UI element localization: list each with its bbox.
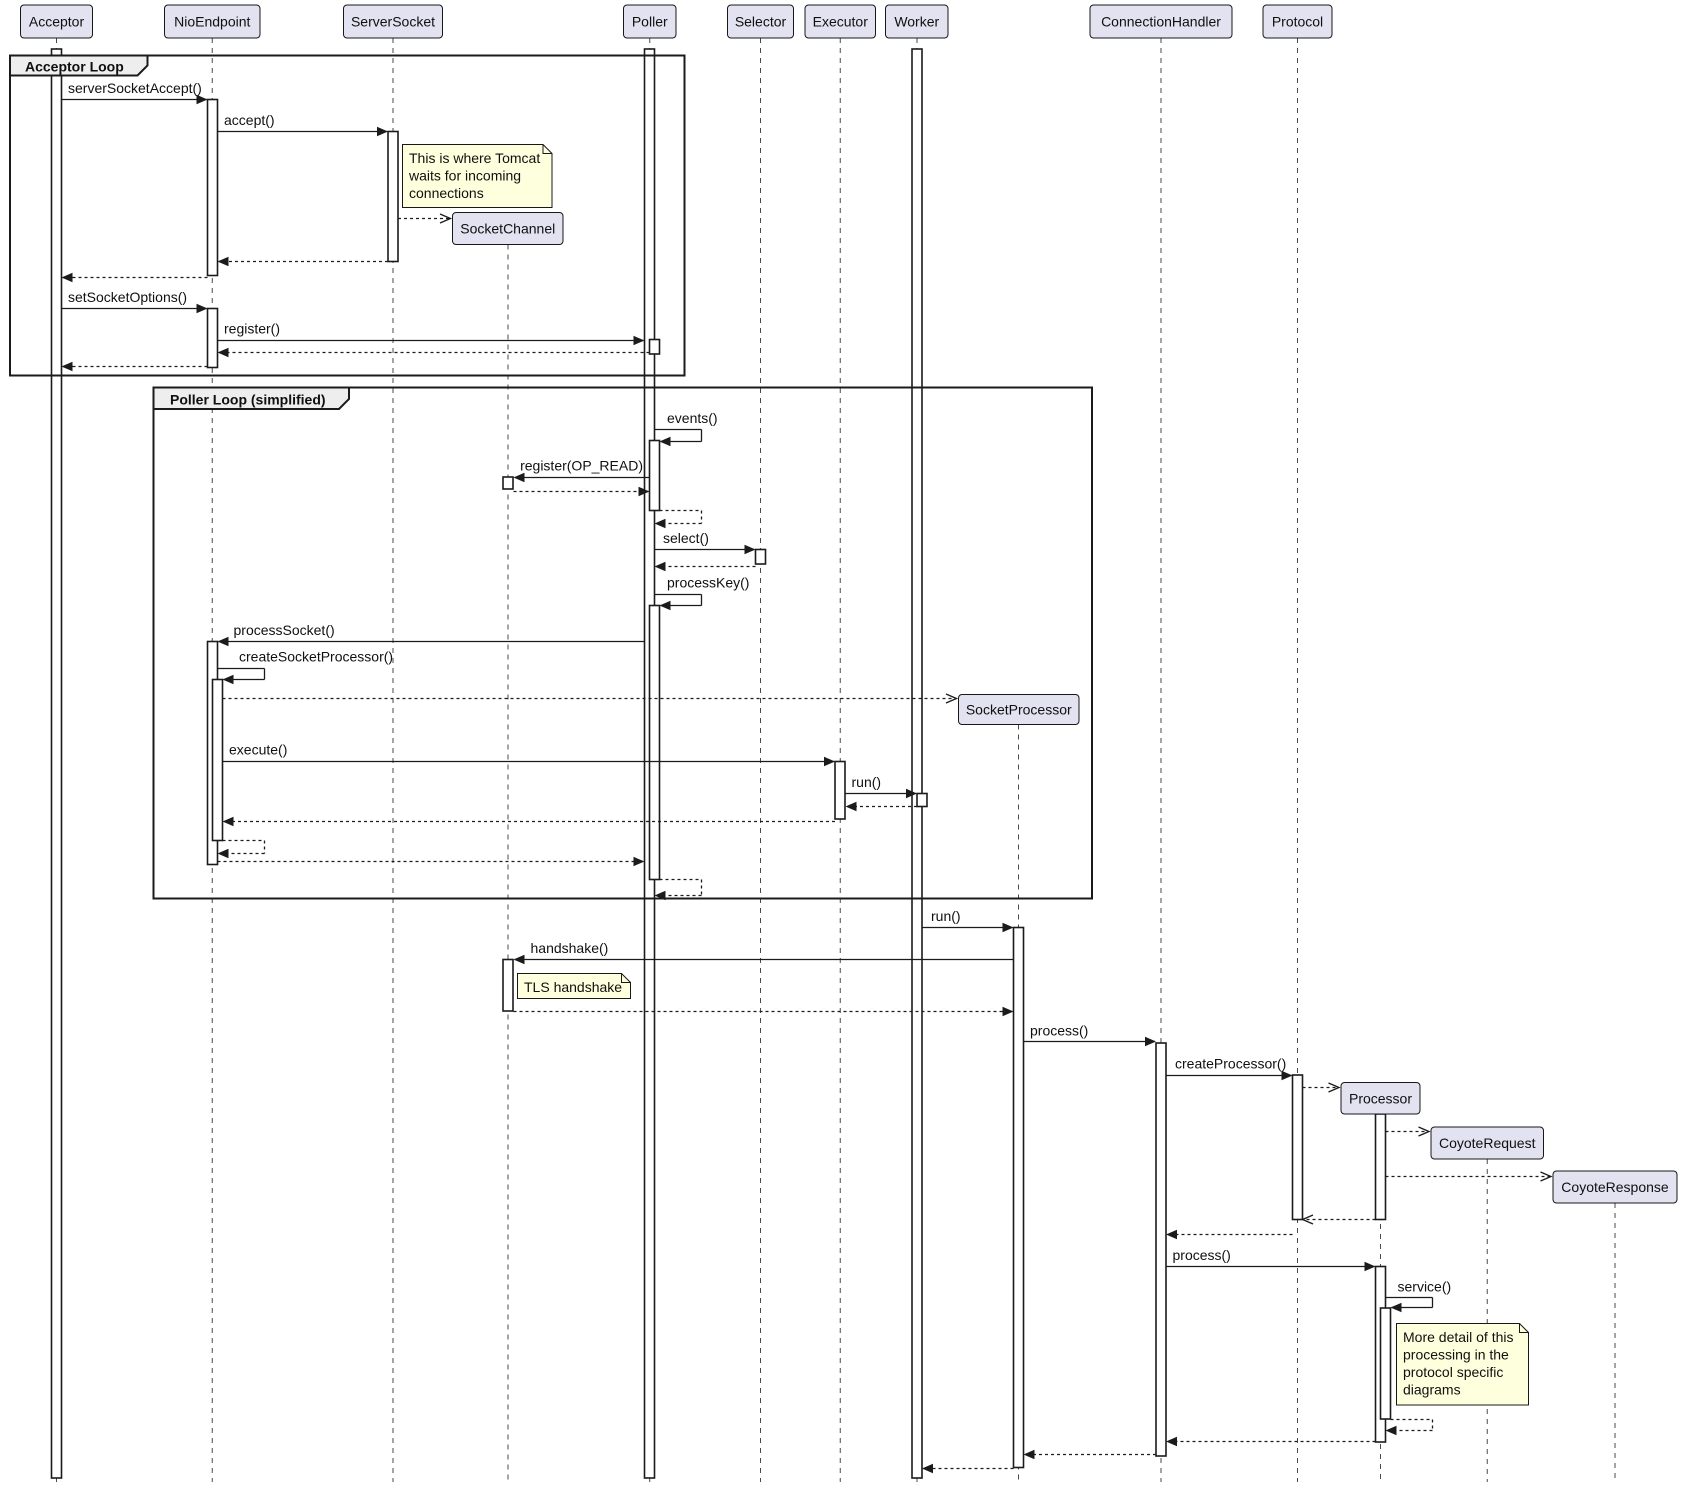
svg-text:diagrams: diagrams	[1403, 1382, 1461, 1398]
svg-text:Worker: Worker	[894, 14, 939, 30]
svg-text:SocketChannel: SocketChannel	[460, 221, 555, 237]
svg-text:processing in the: processing in the	[1403, 1347, 1509, 1363]
svg-text:run(): run()	[931, 908, 961, 924]
svg-text:setSocketOptions(): setSocketOptions()	[68, 289, 187, 305]
svg-text:Poller Loop (simplified): Poller Loop (simplified)	[170, 392, 326, 408]
svg-text:createSocketProcessor(): createSocketProcessor()	[239, 649, 393, 665]
svg-text:Executor: Executor	[813, 14, 869, 30]
svg-text:ConnectionHandler: ConnectionHandler	[1101, 14, 1221, 30]
svg-text:SocketProcessor: SocketProcessor	[966, 702, 1072, 718]
svg-text:Selector: Selector	[735, 14, 787, 30]
svg-text:waits for incoming: waits for incoming	[408, 168, 521, 184]
svg-text:CoyoteResponse: CoyoteResponse	[1561, 1179, 1669, 1195]
svg-text:serverSocketAccept(): serverSocketAccept()	[68, 80, 202, 96]
svg-text:connections: connections	[409, 185, 484, 201]
svg-text:select(): select()	[663, 530, 709, 546]
svg-text:execute(): execute()	[229, 742, 287, 758]
svg-text:processKey(): processKey()	[667, 575, 749, 591]
svg-text:service(): service()	[1398, 1279, 1452, 1295]
svg-text:Processor: Processor	[1349, 1090, 1412, 1106]
svg-text:This is where Tomcat: This is where Tomcat	[409, 150, 540, 166]
svg-text:CoyoteRequest: CoyoteRequest	[1439, 1135, 1536, 1151]
svg-text:Protocol: Protocol	[1272, 14, 1323, 30]
svg-text:process(): process()	[1030, 1023, 1088, 1039]
svg-text:process(): process()	[1173, 1247, 1231, 1263]
svg-text:Acceptor: Acceptor	[29, 14, 85, 30]
svg-text:register(OP_READ): register(OP_READ)	[520, 458, 643, 474]
svg-text:handshake(): handshake()	[531, 940, 609, 956]
svg-text:More detail of this: More detail of this	[1403, 1329, 1514, 1345]
svg-text:NioEndpoint: NioEndpoint	[174, 14, 250, 30]
svg-text:Acceptor Loop: Acceptor Loop	[25, 59, 124, 75]
svg-text:protocol specific: protocol specific	[1403, 1364, 1503, 1380]
svg-text:ServerSocket: ServerSocket	[351, 14, 435, 30]
svg-text:Poller: Poller	[632, 14, 668, 30]
svg-text:createProcessor(): createProcessor()	[1175, 1056, 1286, 1072]
svg-text:processSocket(): processSocket()	[234, 622, 335, 638]
svg-text:TLS handshake: TLS handshake	[524, 979, 622, 995]
svg-text:run(): run()	[852, 774, 882, 790]
svg-text:accept(): accept()	[224, 112, 275, 128]
svg-text:register(): register()	[224, 321, 280, 337]
svg-text:events(): events()	[667, 410, 718, 426]
